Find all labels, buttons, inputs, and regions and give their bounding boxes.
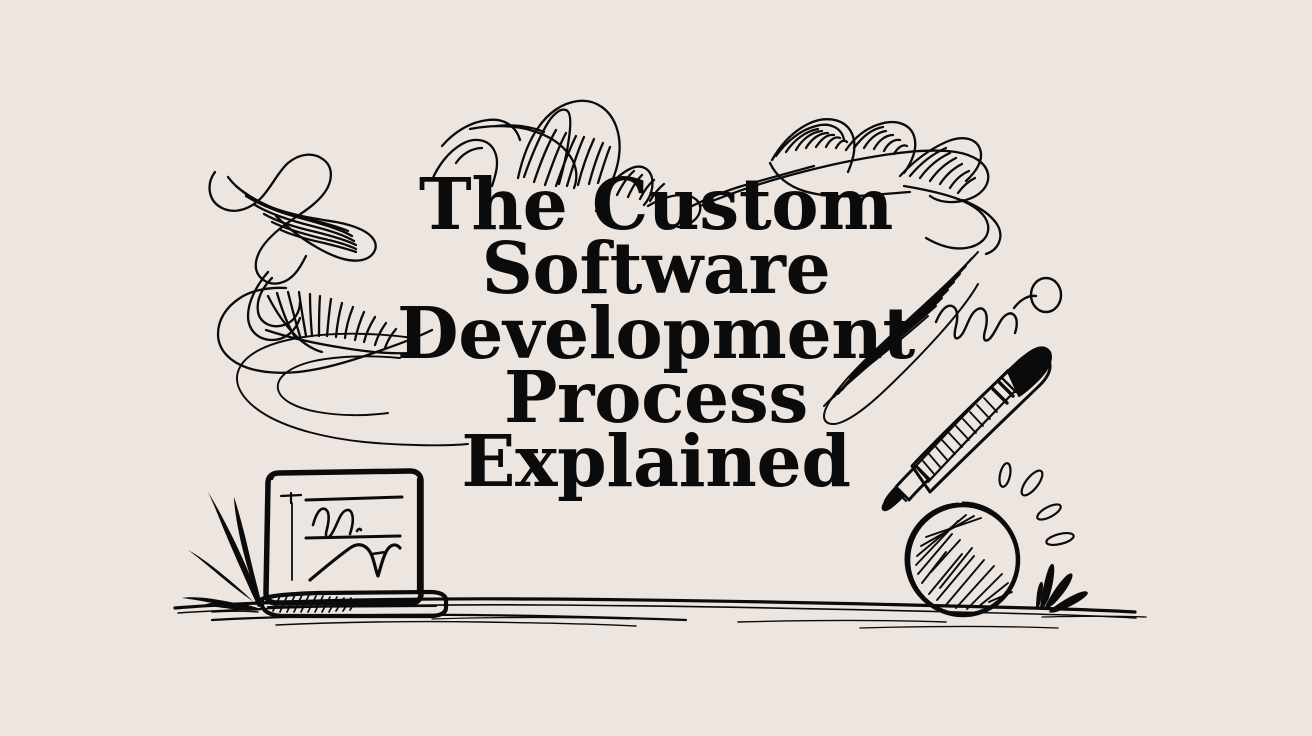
scribble-mountain-center xyxy=(430,99,990,229)
scribble-cloud-right xyxy=(768,118,1002,256)
scribble-tail-right xyxy=(823,251,979,425)
laptop-sketch xyxy=(259,468,449,619)
sparkle-ellipses xyxy=(998,462,1075,547)
spiral-loop-left xyxy=(236,332,469,447)
squiggle-circle-right xyxy=(934,276,1063,342)
scribble-cloud-left xyxy=(208,153,434,374)
grass-tuft-right xyxy=(1036,563,1088,613)
hatched-ball xyxy=(904,501,1021,618)
pencil-sketch xyxy=(881,346,1052,512)
laptop-screen-content xyxy=(279,491,404,582)
grass-sprout xyxy=(182,492,262,611)
ball-hatching xyxy=(915,514,1013,610)
